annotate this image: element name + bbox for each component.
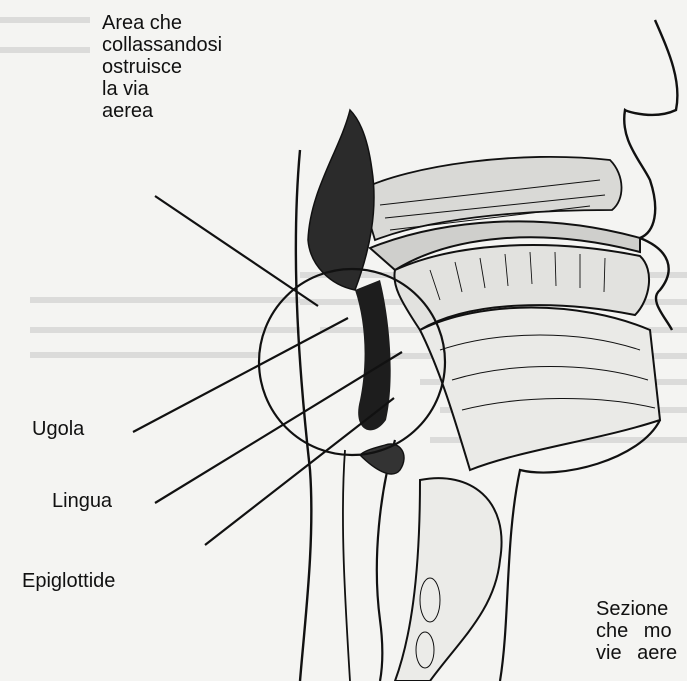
pharynx-anterior-wall xyxy=(377,440,395,681)
label-uvula: Ugola xyxy=(32,418,84,440)
pharynx-inner-wall xyxy=(343,450,350,681)
larynx-trachea xyxy=(395,478,502,681)
leader-line-area xyxy=(155,196,318,306)
collapse-area-circle xyxy=(259,269,445,455)
nasopharynx-mass xyxy=(308,110,374,290)
mandible xyxy=(420,308,660,471)
label-tongue: Lingua xyxy=(52,490,112,512)
leader-line-epiglottide xyxy=(205,398,394,545)
leader-line-ugola xyxy=(133,318,348,432)
epiglottis-shape xyxy=(360,444,404,474)
label-epiglottis: Epiglottide xyxy=(22,570,115,592)
label-collapse-area: Area che collassandosi ostruisce la via … xyxy=(102,12,282,122)
figure-caption-fragment: Sezione che mo vie aere xyxy=(596,598,687,664)
